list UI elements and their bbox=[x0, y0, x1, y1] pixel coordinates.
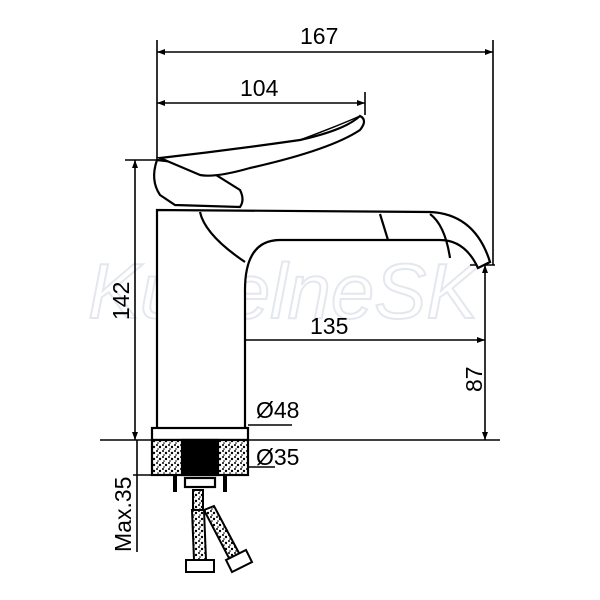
dim-base-diameter: Ø48 bbox=[256, 397, 299, 423]
dim-height: 142 bbox=[108, 282, 134, 320]
watermark: KúpelneSK bbox=[88, 247, 481, 335]
dim-max-deck-thickness: Max.35 bbox=[110, 477, 136, 552]
supply-hoses bbox=[185, 489, 254, 574]
dim-spout-height: 87 bbox=[461, 366, 487, 392]
dim-overall-width: 167 bbox=[300, 23, 338, 49]
faucet-body bbox=[150, 114, 492, 492]
dim-handle-length: 104 bbox=[240, 75, 279, 101]
dim-spout-reach: 135 bbox=[310, 313, 348, 339]
dim-hole-diameter: Ø35 bbox=[256, 444, 299, 470]
